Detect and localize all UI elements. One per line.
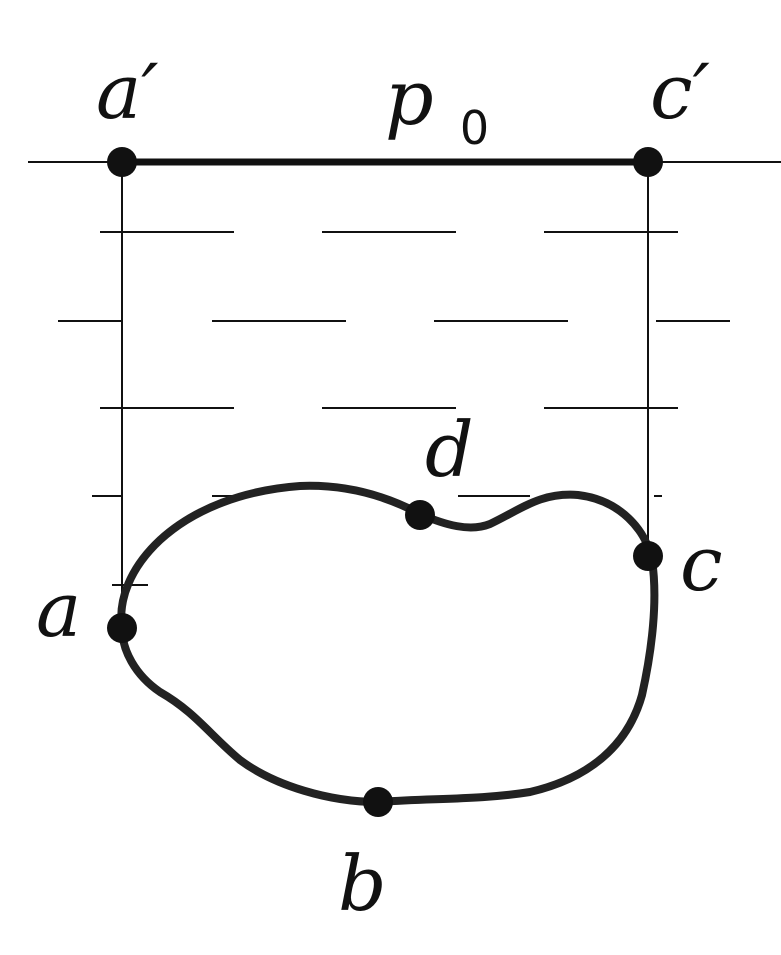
point-d — [405, 500, 435, 530]
point-b — [363, 787, 393, 817]
curved-body-outline — [117, 481, 659, 806]
label-c-prime: c′ — [650, 47, 710, 136]
liquid-hatching — [58, 231, 730, 586]
label-p0-base: p — [385, 53, 434, 142]
label-d: d — [425, 405, 474, 494]
label-b: b — [338, 839, 387, 928]
label-a-prime: a′ — [96, 47, 159, 136]
label-p0-subscript: 0 — [460, 101, 489, 155]
label-p0: p 0 — [385, 53, 489, 155]
label-a: a — [36, 565, 81, 654]
point-a — [107, 613, 137, 643]
point-a-prime — [107, 147, 137, 177]
point-c — [633, 541, 663, 571]
label-c: c — [680, 519, 723, 608]
point-c-prime — [633, 147, 663, 177]
